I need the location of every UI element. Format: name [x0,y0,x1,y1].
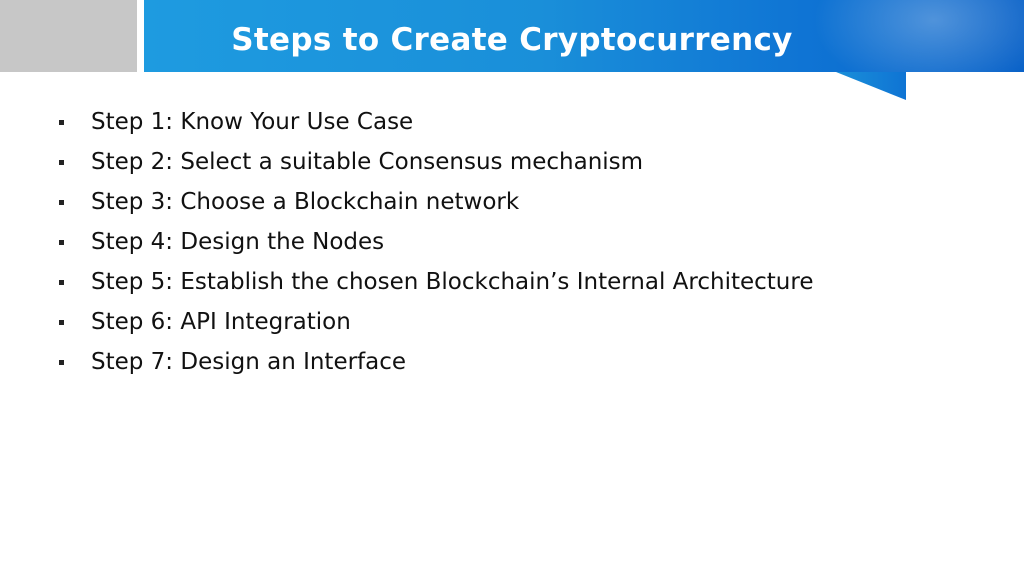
square-bullet-icon [59,279,64,285]
step-text: Step 4: Design the Nodes [91,229,385,255]
square-bullet-icon [59,239,64,245]
step-item-4: Step 4: Design the Nodes [56,222,813,262]
step-item-1: Step 1: Know Your Use Case [56,102,813,142]
step-text: Step 2: Select a suitable Consensus mech… [91,149,644,175]
step-item-5: Step 5: Establish the chosen Blockchain’… [56,262,813,302]
step-item-3: Step 3: Choose a Blockchain network [56,182,813,222]
step-text: Step 7: Design an Interface [91,349,407,375]
banner-tail-shape [836,72,906,100]
step-item-6: Step 6: API Integration [56,302,813,342]
steps-list: Step 1: Know Your Use Case Step 2: Selec… [56,102,813,382]
square-bullet-icon [59,159,64,165]
step-text: Step 3: Choose a Blockchain network [91,189,520,215]
step-item-2: Step 2: Select a suitable Consensus mech… [56,142,813,182]
square-bullet-icon [59,319,64,325]
title-banner [144,0,1024,72]
step-item-7: Step 7: Design an Interface [56,342,813,382]
step-text: Step 6: API Integration [91,309,351,335]
step-text: Step 5: Establish the chosen Blockchain’… [91,269,814,295]
gray-header-block [0,0,137,72]
square-bullet-icon [59,359,64,365]
slide-title: Steps to Create Cryptocurrency [231,22,793,58]
step-text: Step 1: Know Your Use Case [91,109,414,135]
square-bullet-icon [59,119,64,125]
banner-highlight [804,0,1024,72]
square-bullet-icon [59,199,64,205]
